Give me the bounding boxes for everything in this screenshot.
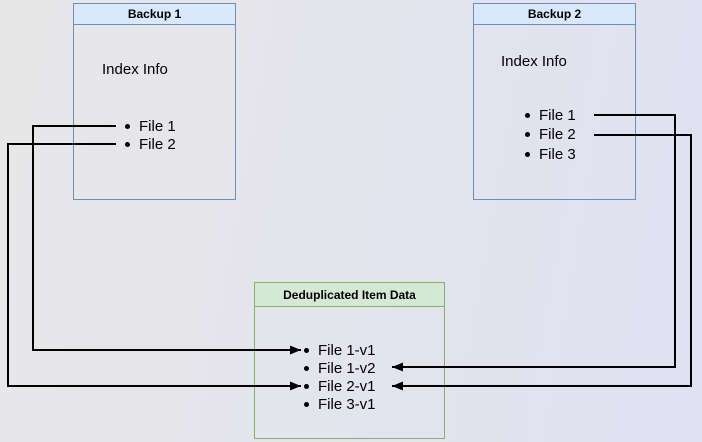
backup1-index-info-label: Index Info: [102, 61, 168, 78]
file-label: File 3: [539, 145, 576, 163]
bullet-icon: [125, 141, 130, 147]
backup2-index-info-label: Index Info: [501, 53, 567, 70]
backup2-file-item: File 3: [525, 145, 576, 163]
backup2-file-item: File 2: [525, 125, 576, 143]
dedup-file-item: File 1-v2: [304, 359, 376, 377]
backup1-box[interactable]: Backup 1: [73, 3, 236, 200]
dedup-file-item: File 3-v1: [304, 395, 376, 413]
file-label: File 2: [539, 125, 576, 143]
dedup-title: Deduplicated Item Data: [255, 283, 444, 307]
bullet-icon: [304, 347, 309, 353]
file-label: File 3-v1: [318, 395, 376, 413]
file-label: File 1: [539, 106, 576, 124]
file-label: File 1: [139, 117, 176, 135]
backup2-title: Backup 2: [474, 4, 635, 25]
bullet-icon: [125, 123, 130, 129]
file-label: File 1-v2: [318, 359, 376, 377]
bullet-icon: [304, 383, 309, 389]
backup1-file-item: File 2: [125, 135, 176, 153]
bullet-icon: [304, 401, 309, 407]
backup2-file-item: File 1: [525, 106, 576, 124]
dedup-file-item: File 1-v1: [304, 341, 376, 359]
dedup-file-item: File 2-v1: [304, 377, 376, 395]
backup2-box[interactable]: Backup 2: [473, 3, 636, 200]
file-label: File 1-v1: [318, 341, 376, 359]
file-label: File 2: [139, 135, 176, 153]
bullet-icon: [525, 131, 530, 137]
backup1-file-item: File 1: [125, 117, 176, 135]
backup1-title: Backup 1: [74, 4, 235, 25]
file-label: File 2-v1: [318, 377, 376, 395]
bullet-icon: [525, 151, 530, 157]
bullet-icon: [304, 365, 309, 371]
bullet-icon: [525, 112, 530, 118]
